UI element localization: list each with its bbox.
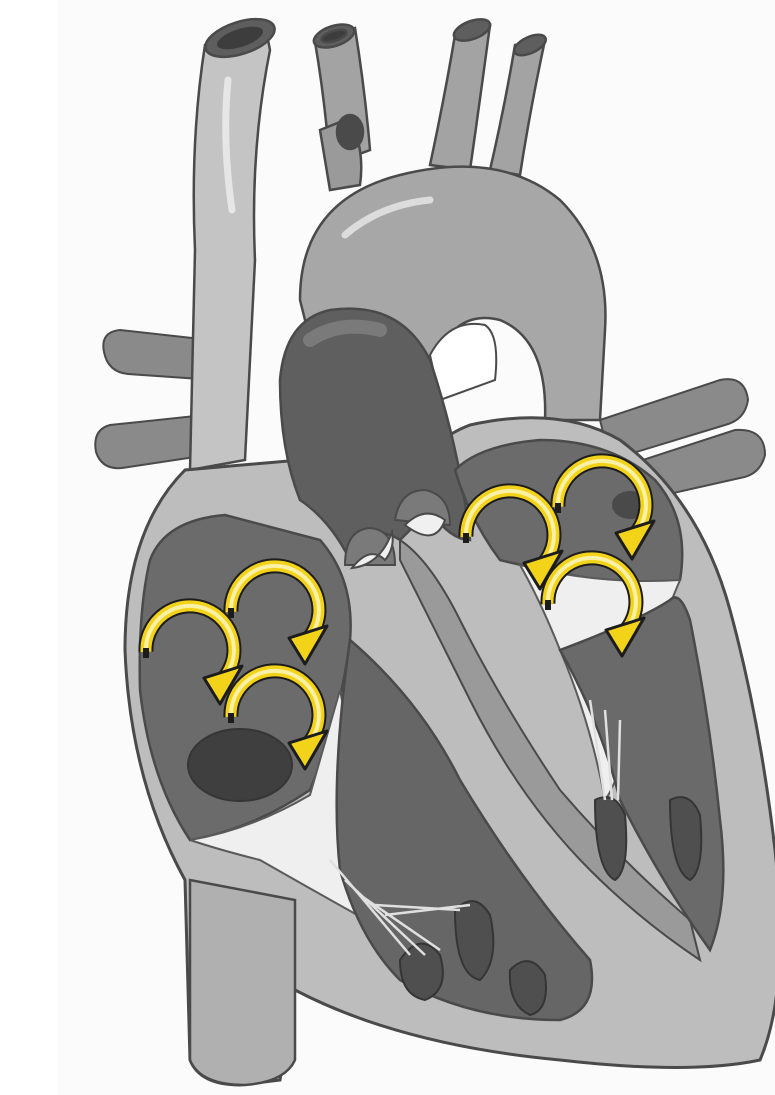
inferior-vena-cava <box>190 880 295 1085</box>
coronary-sinus-opening <box>188 729 292 801</box>
